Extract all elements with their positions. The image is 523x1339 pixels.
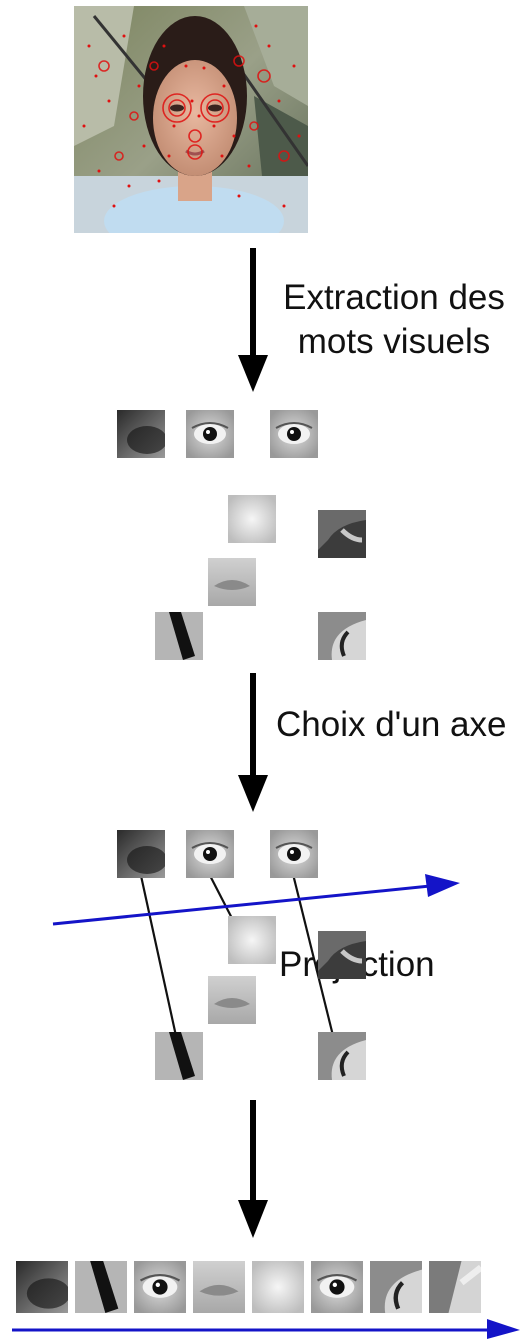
face-photo-with-keypoints bbox=[74, 6, 308, 233]
flow-arrow-1 bbox=[238, 248, 268, 392]
projected-word-7 bbox=[370, 1261, 422, 1313]
projected-word-3 bbox=[134, 1261, 186, 1313]
projected-word-6 bbox=[311, 1261, 363, 1313]
axis-word-ear bbox=[318, 1032, 366, 1080]
visual-word-left-eye bbox=[186, 410, 234, 458]
visual-word-stick bbox=[155, 612, 203, 660]
projected-word-1 bbox=[16, 1261, 68, 1313]
visual-word-mouth bbox=[208, 558, 256, 606]
visual-word-ear bbox=[318, 612, 366, 660]
visual-word-fold bbox=[318, 510, 366, 558]
step-label-axis-choice: Choix d'un axe bbox=[276, 705, 507, 744]
projection-axis bbox=[12, 1319, 520, 1339]
visual-word-dark-patch bbox=[117, 410, 165, 458]
flow-arrow-3 bbox=[238, 1100, 268, 1238]
axis-word-nose bbox=[228, 916, 276, 964]
projected-word-5 bbox=[252, 1261, 304, 1313]
projected-word-8 bbox=[429, 1261, 481, 1313]
visual-word-nose bbox=[228, 495, 276, 543]
axis-word-fold bbox=[318, 931, 366, 979]
axis-word-left-eye bbox=[186, 830, 234, 878]
axis-word-dark-patch bbox=[117, 830, 165, 878]
axis-word-mouth bbox=[208, 976, 256, 1024]
flow-arrow-2 bbox=[238, 673, 268, 812]
projected-word-2 bbox=[75, 1261, 127, 1313]
visual-word-right-eye bbox=[270, 410, 318, 458]
axis-word-right-eye bbox=[270, 830, 318, 878]
axis-word-stick bbox=[155, 1032, 203, 1080]
step-label-extraction: Extraction des mots visuels bbox=[283, 278, 505, 361]
projected-word-4 bbox=[193, 1261, 245, 1313]
